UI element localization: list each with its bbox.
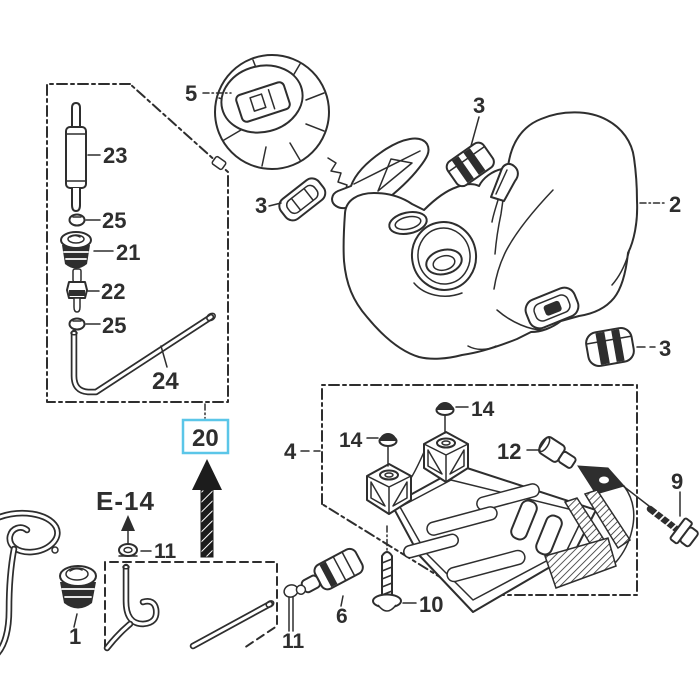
part-nut-right bbox=[435, 402, 469, 434]
highlight-box-20[interactable] bbox=[181, 418, 230, 455]
part-grommet-main bbox=[59, 565, 97, 628]
callout-11b: 11 bbox=[282, 630, 305, 653]
part-filter-pipe bbox=[65, 102, 101, 212]
part-straight-pipe bbox=[189, 600, 275, 650]
part-clip-a bbox=[68, 213, 101, 227]
part-skid-plate bbox=[391, 467, 597, 613]
part-fuel-tank bbox=[342, 111, 639, 360]
part-cushion-left bbox=[268, 177, 327, 222]
group-box-20 bbox=[46, 83, 229, 403]
part-hook-pipe bbox=[103, 563, 160, 652]
callout-25a: 25 bbox=[102, 208, 126, 233]
callout-9: 9 bbox=[671, 469, 683, 494]
callout-10: 10 bbox=[419, 592, 443, 617]
cap-tether bbox=[327, 157, 348, 193]
callout-3b: 3 bbox=[473, 93, 485, 118]
callout-4: 4 bbox=[284, 439, 297, 464]
callout-6: 6 bbox=[336, 605, 348, 628]
callout-3c: 3 bbox=[659, 336, 671, 361]
callout-14b: 14 bbox=[471, 398, 495, 421]
part-bracket-arm bbox=[510, 465, 635, 589]
part-screw bbox=[372, 525, 417, 612]
part-bolt bbox=[617, 481, 699, 548]
group-box-pipes bbox=[104, 561, 278, 649]
callout-21: 21 bbox=[116, 240, 140, 265]
callout-5: 5 bbox=[185, 81, 197, 106]
part-fuel-tube bbox=[70, 312, 216, 396]
callout-24: 24 bbox=[152, 368, 179, 395]
callout-22: 22 bbox=[101, 279, 125, 304]
callout-14a: 14 bbox=[339, 429, 363, 452]
callout-1: 1 bbox=[69, 624, 81, 649]
cap-strap bbox=[331, 137, 430, 210]
part-bracket-mounts bbox=[366, 431, 469, 515]
part-clip-upper bbox=[118, 543, 152, 557]
callout-25b: 25 bbox=[102, 313, 126, 338]
part-clip-b bbox=[68, 317, 101, 331]
part-fuel-cap bbox=[211, 54, 330, 171]
callout-2: 2 bbox=[669, 192, 681, 217]
callout-11a: 11 bbox=[154, 540, 177, 563]
part-breather-valve bbox=[295, 547, 364, 607]
callout-23: 23 bbox=[103, 143, 127, 168]
callout-e14: E-14 bbox=[96, 486, 155, 516]
part-cushion-top bbox=[445, 116, 495, 188]
callout-12: 12 bbox=[497, 439, 521, 464]
part-grommet bbox=[60, 231, 114, 269]
part-nut-left bbox=[366, 433, 398, 467]
fuel-line-curl bbox=[0, 509, 61, 656]
reference-arrow bbox=[192, 459, 222, 558]
part-cushion-bottom bbox=[585, 327, 656, 367]
part-collar bbox=[526, 435, 577, 469]
callout-20[interactable]: 20 bbox=[192, 425, 219, 452]
part-check-valve bbox=[66, 268, 100, 313]
callout-3a: 3 bbox=[255, 193, 267, 218]
